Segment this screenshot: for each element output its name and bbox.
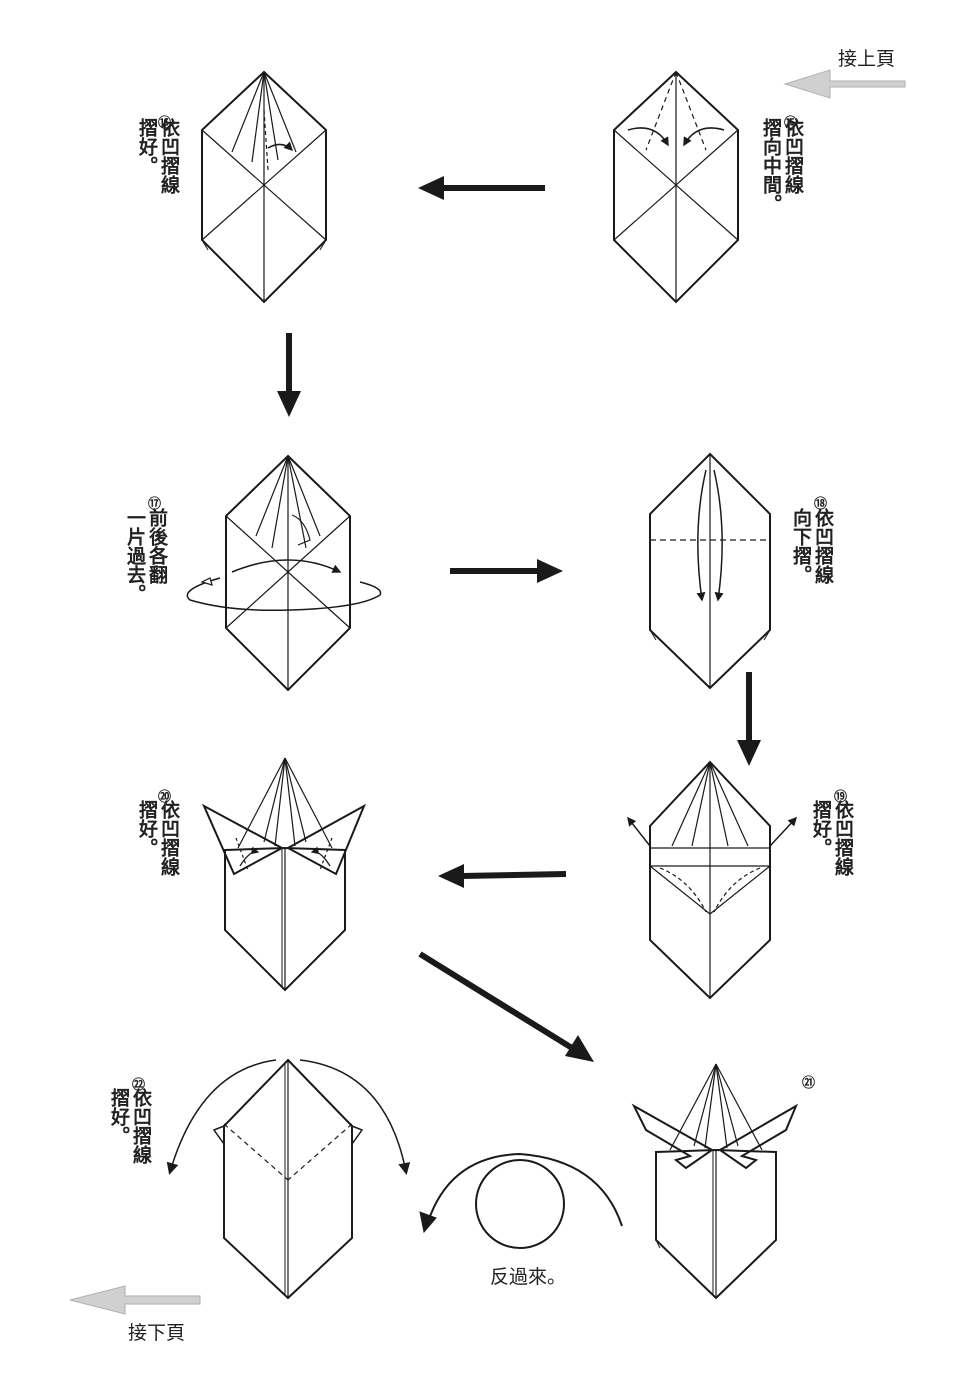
step-16-figure (201, 70, 327, 304)
step-15-number: ⑮ (784, 116, 798, 131)
step-19-line-1: 依凹摺線 (832, 800, 854, 876)
arrow-step15-to-16 (418, 176, 545, 200)
step-18-number: ⑱ (814, 497, 828, 512)
arrow-step19-to-20 (438, 864, 567, 888)
step-15-figure (613, 70, 739, 304)
step-20-number: ⑳ (158, 790, 172, 805)
step-19-caption: 依凹摺線 摺好。 (810, 800, 854, 950)
step-19-figure (627, 760, 798, 1000)
step-15-line-2: 摺向中間。 (760, 118, 782, 213)
step-17-line-1: 前後各翻 (146, 508, 168, 584)
next-page-arrow (69, 1285, 201, 1315)
step-17-number: ⑰ (148, 497, 162, 512)
step-18-caption: 依凹摺線 向下摺。 (790, 508, 834, 658)
step-17-figure (186, 454, 382, 692)
continue-to-next-page-label: 接下頁 (128, 1322, 186, 1344)
step-16-number: ⑯ (158, 116, 172, 131)
step-16-line-2: 摺好。 (136, 118, 158, 175)
prev-page-arrow (783, 69, 906, 99)
step-19-number: ⑲ (834, 790, 848, 805)
arrow-step16-to-17 (277, 333, 301, 417)
arrow-step20-to-21 (418, 951, 594, 1062)
step-22-figure (166, 1058, 411, 1300)
step-20-line-2: 摺好。 (136, 800, 158, 857)
step-18-line-2: 向下摺。 (790, 508, 812, 584)
step-18-figure (649, 452, 771, 690)
step-21-figure (631, 1063, 799, 1300)
step-21-number: ㉑ (802, 1076, 816, 1091)
step-22-caption: 依凹摺線 摺好。 (108, 1088, 152, 1238)
step-20-caption: 依凹摺線 摺好。 (136, 800, 180, 950)
flip-over-symbol (419, 1152, 623, 1249)
step-17-caption: 前後各翻 一片過去。 (124, 508, 168, 658)
step-16-caption: 依凹摺線 摺好。 (136, 118, 180, 268)
step-15-line-1: 依凹摺線 (782, 118, 804, 194)
step-18-line-1: 依凹摺線 (812, 508, 834, 584)
continue-from-previous-page-label: 接上頁 (838, 48, 896, 70)
flip-over-label: 反過來。 (490, 1266, 567, 1288)
step-22-number: ㉒ (132, 1078, 146, 1093)
step-20-figure (201, 757, 367, 992)
step-20-line-1: 依凹摺線 (158, 800, 180, 876)
step-22-line-1: 依凹摺線 (130, 1088, 152, 1164)
step-16-line-1: 依凹摺線 (158, 118, 180, 194)
step-19-line-2: 摺好。 (810, 800, 832, 857)
step-15-caption: 依凹摺線 摺向中間。 (760, 118, 804, 268)
arrow-step18-to-19 (737, 672, 761, 766)
step-17-line-2: 一片過去。 (124, 508, 146, 603)
step-22-line-2: 摺好。 (108, 1088, 130, 1145)
arrow-step17-to-18 (450, 559, 563, 583)
